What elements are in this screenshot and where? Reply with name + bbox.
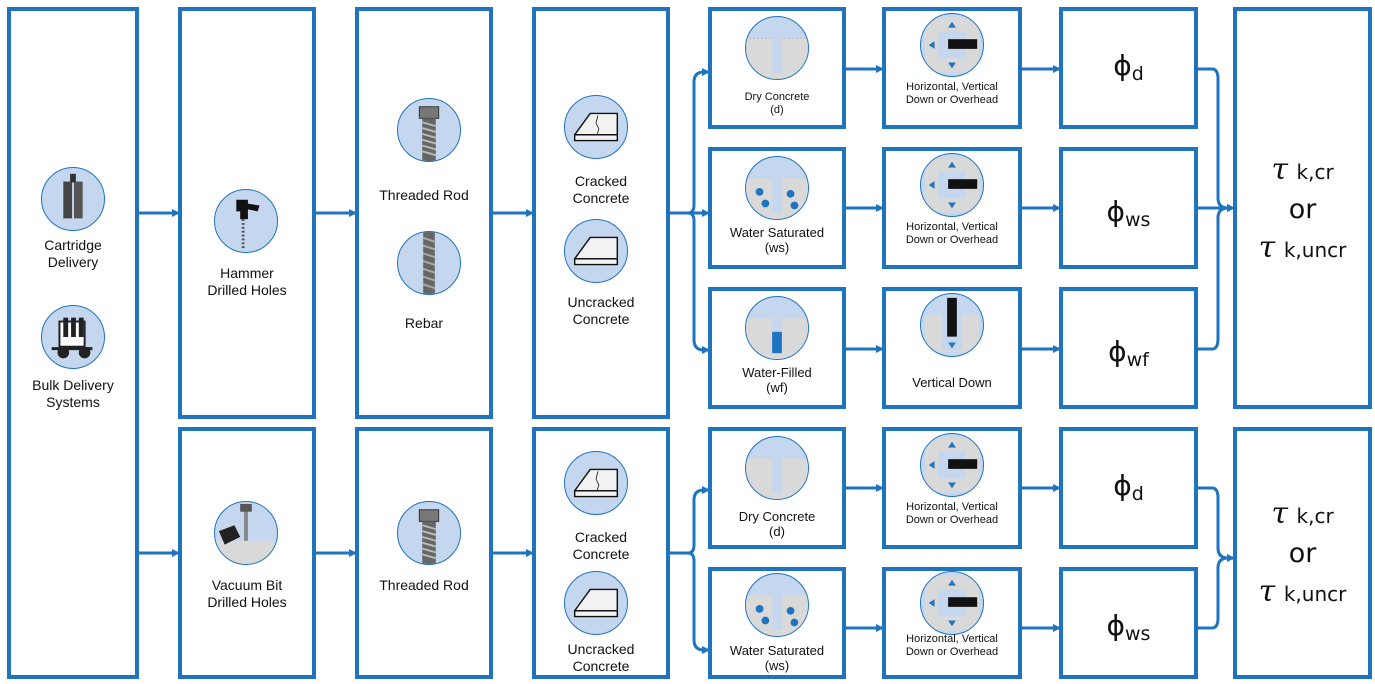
hammer-drilled-holes-label: Hammer Drilled Holes: [207, 265, 287, 298]
threaded-rod-label: Threaded Rod: [379, 577, 469, 593]
orientation-icon: [920, 13, 984, 77]
phi-wf-box-top: ϕwf: [1059, 287, 1198, 409]
cracked-concrete-icon: [564, 95, 628, 159]
water-saturated-box-top: Water Saturated(ws): [708, 147, 846, 269]
dry-hole-icon: [745, 436, 809, 500]
orientation-label: Horizontal, Vertical Down or Overhead: [905, 501, 999, 526]
orientation-label: Horizontal, Vertical Down or Overhead: [905, 633, 999, 658]
uncracked-concrete-label: Uncracked Concrete: [567, 641, 635, 674]
phi-d-box-top: ϕd: [1059, 7, 1198, 129]
orientation-box-top-3: Vertical Down: [882, 287, 1022, 409]
orientation-icon: [920, 571, 984, 635]
orientation-icon: [920, 153, 984, 217]
vacuum-drill-icon: [214, 501, 278, 565]
phi-ws-factor: ϕws: [1106, 195, 1151, 231]
concrete-type-box-top: Cracked Concrete Uncracked Concrete: [532, 7, 670, 419]
dry-concrete-label: Dry Concrete(d): [744, 91, 810, 116]
cartridge-delivery-label: Cartridge Delivery: [44, 237, 102, 270]
concrete-type-box-bottom: Cracked Concrete Uncracked Concrete: [532, 427, 670, 679]
uncracked-concrete-icon: [564, 571, 628, 635]
cracked-concrete-label: Cracked Concrete: [572, 173, 630, 206]
phi-wf-factor: ϕwf: [1108, 335, 1149, 371]
hammer-drill-box: Hammer Drilled Holes: [178, 7, 316, 419]
threaded-rod-box-bottom: Threaded Rod: [355, 427, 493, 679]
dry-concrete-label: Dry Concrete(d): [738, 509, 816, 539]
orientation-box-top-2: Horizontal, Vertical Down or Overhead: [882, 147, 1022, 269]
water-saturated-icon: [745, 156, 809, 220]
uncracked-concrete-icon: [564, 219, 628, 283]
water-saturated-label: Water Saturated(ws): [729, 643, 825, 673]
water-filled-icon: [745, 296, 809, 360]
water-saturated-label: Water Saturated(ws): [729, 225, 825, 255]
phi-ws-box-bottom: ϕws: [1059, 567, 1198, 679]
rebar-icon: [397, 231, 461, 295]
water-saturated-box-bottom: Water Saturated(ws): [708, 567, 846, 679]
bond-strength-values: τ k,cr or τ k,uncr: [1258, 152, 1347, 265]
bond-strength-box-bottom: τ k,cr or τ k,uncr: [1233, 427, 1372, 679]
threaded-rod-label: Threaded Rod: [379, 187, 469, 203]
bond-strength-values: τ k,cr or τ k,uncr: [1258, 496, 1347, 609]
dry-concrete-box-bottom: Dry Concrete(d): [708, 427, 846, 549]
phi-ws-factor: ϕws: [1106, 609, 1151, 645]
phi-d-factor: ϕd: [1113, 469, 1144, 505]
threaded-rod-icon: [397, 98, 461, 162]
bulk-delivery-label: Bulk Delivery Systems: [32, 377, 114, 410]
water-filled-box-top: Water-Filled(wf): [708, 287, 846, 409]
bulk-delivery-icon: [41, 305, 105, 369]
cartridge-icon: [41, 167, 105, 231]
orientation-label: Horizontal, Vertical Down or Overhead: [905, 221, 999, 246]
phi-ws-box-top: ϕws: [1059, 147, 1198, 269]
orientation-icon: [920, 433, 984, 497]
vertical-down-label: Vertical Down: [912, 375, 992, 390]
orientation-box-bottom-1: Horizontal, Vertical Down or Overhead: [882, 427, 1022, 549]
cracked-concrete-icon: [564, 451, 628, 515]
orientation-box-bottom-2: Horizontal, Vertical Down or Overhead: [882, 567, 1022, 679]
vertical-down-icon: [920, 293, 984, 357]
threaded-rod-rebar-box: Threaded Rod Rebar: [355, 7, 493, 419]
dry-hole-icon: [745, 16, 809, 80]
rebar-label: Rebar: [404, 315, 444, 331]
threaded-rod-icon: [397, 501, 461, 565]
bond-strength-box-top: τ k,cr or τ k,uncr: [1233, 7, 1372, 409]
orientation-label: Horizontal, Vertical Down or Overhead: [905, 81, 999, 106]
water-filled-label: Water-Filled(wf): [742, 365, 812, 395]
uncracked-concrete-label: Uncracked Concrete: [567, 294, 635, 327]
orientation-box-top-1: Horizontal, Vertical Down or Overhead: [882, 7, 1022, 129]
vacuum-drill-box: Vacuum Bit Drilled Holes: [178, 427, 316, 679]
vacuum-bit-drilled-holes-label: Vacuum Bit Drilled Holes: [207, 577, 287, 610]
cracked-concrete-label: Cracked Concrete: [572, 529, 630, 562]
water-saturated-icon: [745, 573, 809, 637]
dry-concrete-box-top: Dry Concrete(d): [708, 7, 846, 129]
delivery-systems-box: Cartridge Delivery Bulk Delivery Systems: [7, 7, 139, 679]
phi-d-box-bottom: ϕd: [1059, 427, 1198, 549]
phi-d-factor: ϕd: [1113, 49, 1144, 85]
hammer-drill-icon: [214, 189, 278, 253]
